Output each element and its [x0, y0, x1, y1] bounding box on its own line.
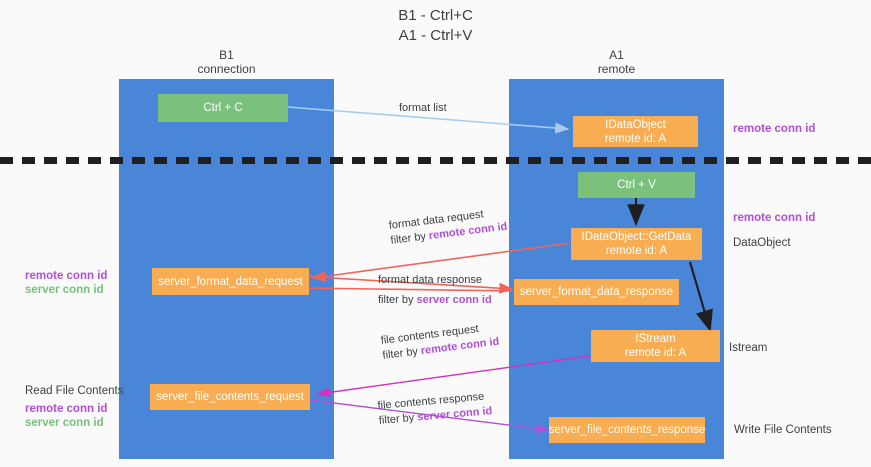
annotation-left-read-file-contents: Read File Contents	[25, 385, 124, 397]
edge-label-format-list: format list	[399, 102, 447, 114]
node-idataobject-getdata[interactable]: IDataObject::GetData remote id: A	[571, 228, 702, 260]
filter-key-server-conn-id: server conn id	[416, 294, 492, 306]
node-istream-remote[interactable]: IStream remote id: A	[591, 330, 720, 362]
node-server-format-data-request[interactable]: server_format_data_request	[152, 268, 309, 295]
edge-label-format-data-response-filter: filter by server conn id	[378, 293, 492, 308]
annotation-right-istream: Istream	[729, 342, 768, 354]
annotation-right-dataobject: DataObject	[733, 237, 791, 249]
node-server-file-contents-request[interactable]: server_file_contents_request	[150, 384, 310, 410]
edge-label-format-data-response-group: format data response filter by server co…	[378, 273, 492, 308]
node-server-format-data-response[interactable]: server_format_data_response	[514, 279, 679, 305]
edge-label-file-contents-request-group: file contents request filter by remote c…	[380, 320, 500, 364]
annotation-right-remote-conn-id-top: remote conn id	[733, 123, 816, 135]
filter-prefix: filter by	[378, 411, 418, 427]
edge-label-format-data-response: format data response	[378, 274, 482, 286]
node-server-file-contents-response[interactable]: server_file_contents_response	[549, 417, 705, 443]
annotation-left-server-conn-id-2: server conn id	[25, 417, 104, 429]
node-idataobject-remote[interactable]: IDataObject remote id: A	[573, 116, 698, 147]
node-ctrl-v[interactable]: Ctrl + V	[578, 172, 695, 198]
column-header-b1: B1 connection	[197, 48, 256, 76]
annotation-left-server-conn-id: server conn id	[25, 284, 104, 296]
node-ctrl-c[interactable]: Ctrl + C	[158, 94, 288, 122]
annotation-left-remote-conn-id-2: remote conn id	[25, 403, 108, 415]
section-divider	[0, 157, 871, 164]
diagram-title: B1 - Ctrl+C A1 - Ctrl+V	[398, 7, 473, 44]
filter-prefix: filter by	[381, 345, 422, 362]
filter-prefix: filter by	[378, 294, 417, 306]
annotation-right-remote-conn-id-mid: remote conn id	[733, 212, 816, 224]
filter-prefix: filter by	[389, 230, 430, 247]
edge-label-file-contents-response-group: file contents response filter by server …	[377, 389, 493, 429]
annotation-left-remote-conn-id: remote conn id	[25, 270, 108, 282]
column-header-a1: A1 remote	[597, 48, 636, 76]
edge-label-format-data-request-group: format data request filter by remote con…	[388, 205, 508, 249]
annotation-right-write-file-contents: Write File Contents	[734, 424, 832, 436]
